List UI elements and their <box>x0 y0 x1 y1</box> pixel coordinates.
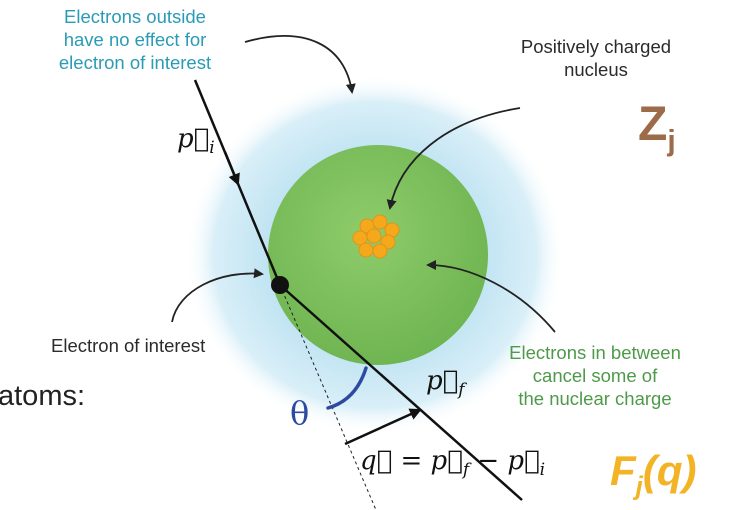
label-outside-electrons: Electrons outside have no effect for ele… <box>10 5 260 74</box>
atoms-text-fragment: atoms: <box>0 380 85 413</box>
momentum-transfer-equation: q⃗ = p⃗f − p⃗i <box>360 446 545 480</box>
p-final-subscript: f <box>458 380 464 400</box>
label-outside-line-3: electron of interest <box>10 51 260 74</box>
p-initial-label: p⃗i <box>177 124 215 158</box>
q-equation-part-1: q⃗ = p⃗ <box>360 446 463 476</box>
q-equation-sub-2: i <box>540 460 545 480</box>
p-initial-subscript: i <box>209 138 214 158</box>
q-equation-part-2: − p⃗ <box>469 446 540 476</box>
charge-z-label: Zj <box>638 100 676 167</box>
angle-theta-label: θ <box>290 394 309 432</box>
label-nucleus-line-2: nucleus <box>486 58 706 81</box>
form-factor-label: Fj(q) <box>610 447 697 509</box>
charge-z-symbol: Z <box>638 98 667 151</box>
label-between-line-1: Electrons in between <box>470 341 720 364</box>
form-factor-subscript: j <box>636 470 643 500</box>
p-final-symbol: p⃗ <box>426 366 458 396</box>
label-electrons-between: Electrons in between cancel some of the … <box>470 341 720 410</box>
p-final-label: p⃗f <box>426 366 465 400</box>
label-between-line-3: the nuclear charge <box>470 387 720 410</box>
label-electron-of-interest: Electron of interest <box>51 334 205 357</box>
label-nucleus-line-1: Positively charged <box>486 35 706 58</box>
label-outside-line-2: have no effect for <box>10 28 260 51</box>
label-nucleus: Positively charged nucleus <box>486 35 706 81</box>
electron-of-interest-icon <box>271 276 289 294</box>
form-factor-argument: (q) <box>643 447 697 494</box>
label-outside-line-1: Electrons outside <box>10 5 260 28</box>
charge-z-subscript: j <box>667 125 675 158</box>
form-factor-symbol: F <box>610 447 636 494</box>
label-between-line-2: cancel some of <box>470 364 720 387</box>
p-initial-symbol: p⃗ <box>177 124 209 154</box>
